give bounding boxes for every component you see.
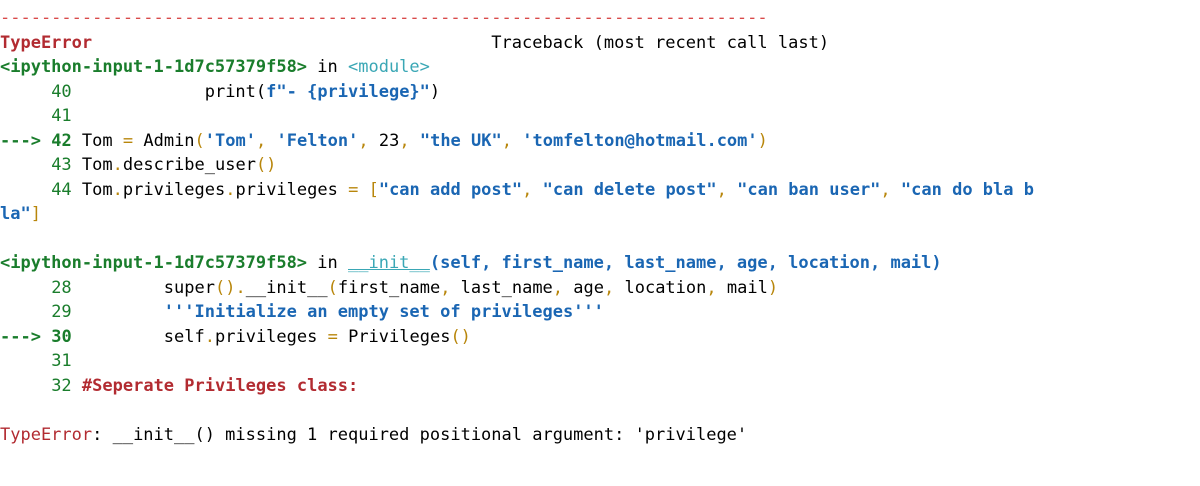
- frame-1-location: <ipython-input-1-1d7c57379f58> in <modul…: [0, 55, 1200, 80]
- code-line-28: 28 super().__init__(first_name, last_nam…: [51, 277, 779, 298]
- frame-file: <ipython-input-1-1d7c57379f58>: [0, 253, 308, 273]
- code-line-29: 29 '''Initialize an empty set of privile…: [51, 302, 604, 322]
- line-number: 42: [51, 130, 72, 151]
- final-error-type: TypeError: [0, 424, 93, 445]
- current-line-arrow: --->: [0, 326, 41, 347]
- frame-function: <module>: [348, 57, 430, 77]
- frame-in-word: in: [307, 253, 348, 273]
- line-number: 41: [51, 106, 72, 126]
- frame-in-word: in: [307, 57, 348, 77]
- frame-function: __init__: [348, 253, 430, 273]
- traceback-header: TypeError Traceback (most recent call la…: [0, 31, 1200, 56]
- line-number: 32: [51, 375, 72, 396]
- traceback-output: ----------------------------------------…: [0, 8, 1200, 448]
- line-number: 40: [51, 81, 72, 102]
- line-number: 30: [51, 326, 72, 347]
- code-line-44: 44 Tom.privileges.privileges = ["can add…: [51, 179, 1034, 200]
- code-line-41: 41: [0, 104, 1200, 129]
- current-line-arrow: --->: [0, 130, 41, 151]
- error-type-label: TypeError: [0, 32, 93, 53]
- code-line-30: ---> 30 self.privileges = Privileges(): [0, 326, 471, 347]
- traceback-title: Traceback (most recent call last): [491, 32, 830, 53]
- comment-text: #Seperate Privileges class:: [81, 375, 359, 396]
- separator-line: ----------------------------------------…: [0, 8, 768, 28]
- code-line-44-wrap: la"]: [0, 204, 41, 224]
- code-line-31: 31: [0, 349, 1200, 374]
- line-number: 29: [51, 302, 72, 322]
- frame-2-location: <ipython-input-1-1d7c57379f58> in __init…: [0, 251, 1200, 276]
- final-error-message: : __init__() missing 1 required position…: [92, 424, 748, 445]
- line-number: 44: [51, 179, 72, 200]
- frame-args: (self, first_name, last_name, age, locat…: [429, 253, 942, 273]
- code-line-42: ---> 42 Tom = Admin('Tom', 'Felton', 23,…: [0, 130, 768, 151]
- final-error-line: TypeError: __init__() missing 1 required…: [0, 423, 1200, 448]
- line-number: 28: [51, 277, 72, 298]
- code-line-43: 43 Tom.describe_user(): [51, 155, 277, 175]
- line-number: 31: [51, 351, 72, 371]
- code-line-40: 40 print(f"- {privilege}"): [51, 81, 441, 102]
- blank-line: [0, 398, 1200, 423]
- frame-file: <ipython-input-1-1d7c57379f58>: [0, 57, 308, 77]
- line-number: 43: [51, 155, 72, 175]
- blank-line: [0, 227, 1200, 252]
- code-line-32: 32 #Seperate Privileges class:: [0, 374, 1200, 399]
